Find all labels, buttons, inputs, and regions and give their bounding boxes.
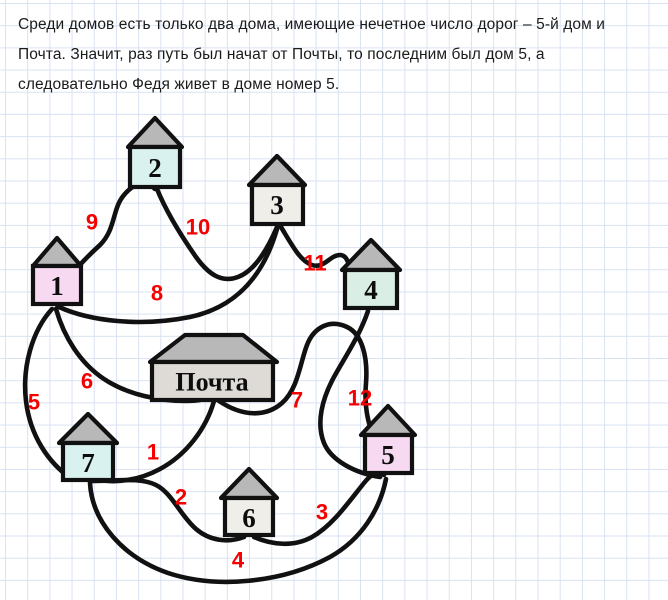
edge-label-6: 6 — [81, 369, 93, 394]
house-node-5[interactable]: 5 — [358, 403, 418, 476]
house-6-body — [222, 495, 276, 538]
edge-label-4: 4 — [232, 548, 245, 573]
edge-5-path — [22, 306, 75, 482]
edge-label-1: 1 — [147, 440, 159, 465]
house-node-7[interactable]: 7 — [56, 411, 120, 483]
post-office-body — [149, 359, 276, 403]
edge-label-10: 10 — [186, 215, 210, 240]
edge-label-12: 12 — [348, 386, 372, 411]
house-node-1[interactable]: 1 — [30, 235, 84, 307]
house-3-body — [249, 182, 306, 227]
edge-4-path — [87, 476, 389, 585]
edge-7-path — [216, 321, 383, 448]
house-node-4[interactable]: 4 — [339, 237, 403, 311]
house-6-label: 6 — [242, 503, 256, 533]
edge-label-3: 3 — [316, 500, 328, 525]
house-node-2[interactable]: 2 — [125, 115, 185, 190]
house-node-6[interactable]: 6 — [218, 466, 280, 538]
house-7-roof — [56, 411, 120, 446]
house-4-body — [342, 267, 400, 311]
house-7-body — [60, 440, 116, 483]
edge-8-path — [56, 226, 280, 325]
edge-label-7: 7 — [291, 388, 303, 413]
post-office-roof — [147, 332, 280, 365]
house-1-roof — [30, 235, 84, 269]
edge-label-9: 9 — [86, 210, 98, 235]
edge-12-path — [318, 308, 383, 480]
edge-label-5: 5 — [28, 390, 40, 415]
house-3-roof — [246, 153, 308, 188]
graph-diagram: 1 2 3 4 5 6 — [22, 115, 418, 585]
solution-paragraph: Среди домов есть только два дома, имеющи… — [18, 16, 610, 93]
post-office-label: Почта — [175, 368, 248, 397]
edge-10-path — [154, 186, 280, 282]
house-1-body — [30, 263, 84, 307]
house-2-body — [127, 144, 183, 190]
edge-label-11: 11 — [303, 251, 326, 276]
house-4-label: 4 — [364, 275, 378, 305]
house-2-label: 2 — [148, 153, 162, 183]
house-7-label: 7 — [81, 448, 95, 478]
edge-label-8: 8 — [151, 281, 163, 306]
house-5-body — [362, 432, 415, 476]
edge-labels-layer: 1 2 3 4 5 6 7 8 9 10 11 12 — [28, 210, 372, 573]
post-office-node[interactable]: Почта — [147, 332, 280, 403]
house-node-3[interactable]: 3 — [246, 153, 308, 227]
house-2-roof — [125, 115, 185, 150]
house-5-label: 5 — [381, 440, 395, 470]
edges-layer — [22, 181, 389, 585]
house-3-label: 3 — [270, 190, 284, 220]
edge-label-2: 2 — [175, 485, 187, 510]
edge-2-path — [89, 477, 247, 543]
house-4-roof — [339, 237, 403, 273]
house-1-label: 1 — [50, 271, 64, 301]
house-6-roof — [218, 466, 280, 501]
